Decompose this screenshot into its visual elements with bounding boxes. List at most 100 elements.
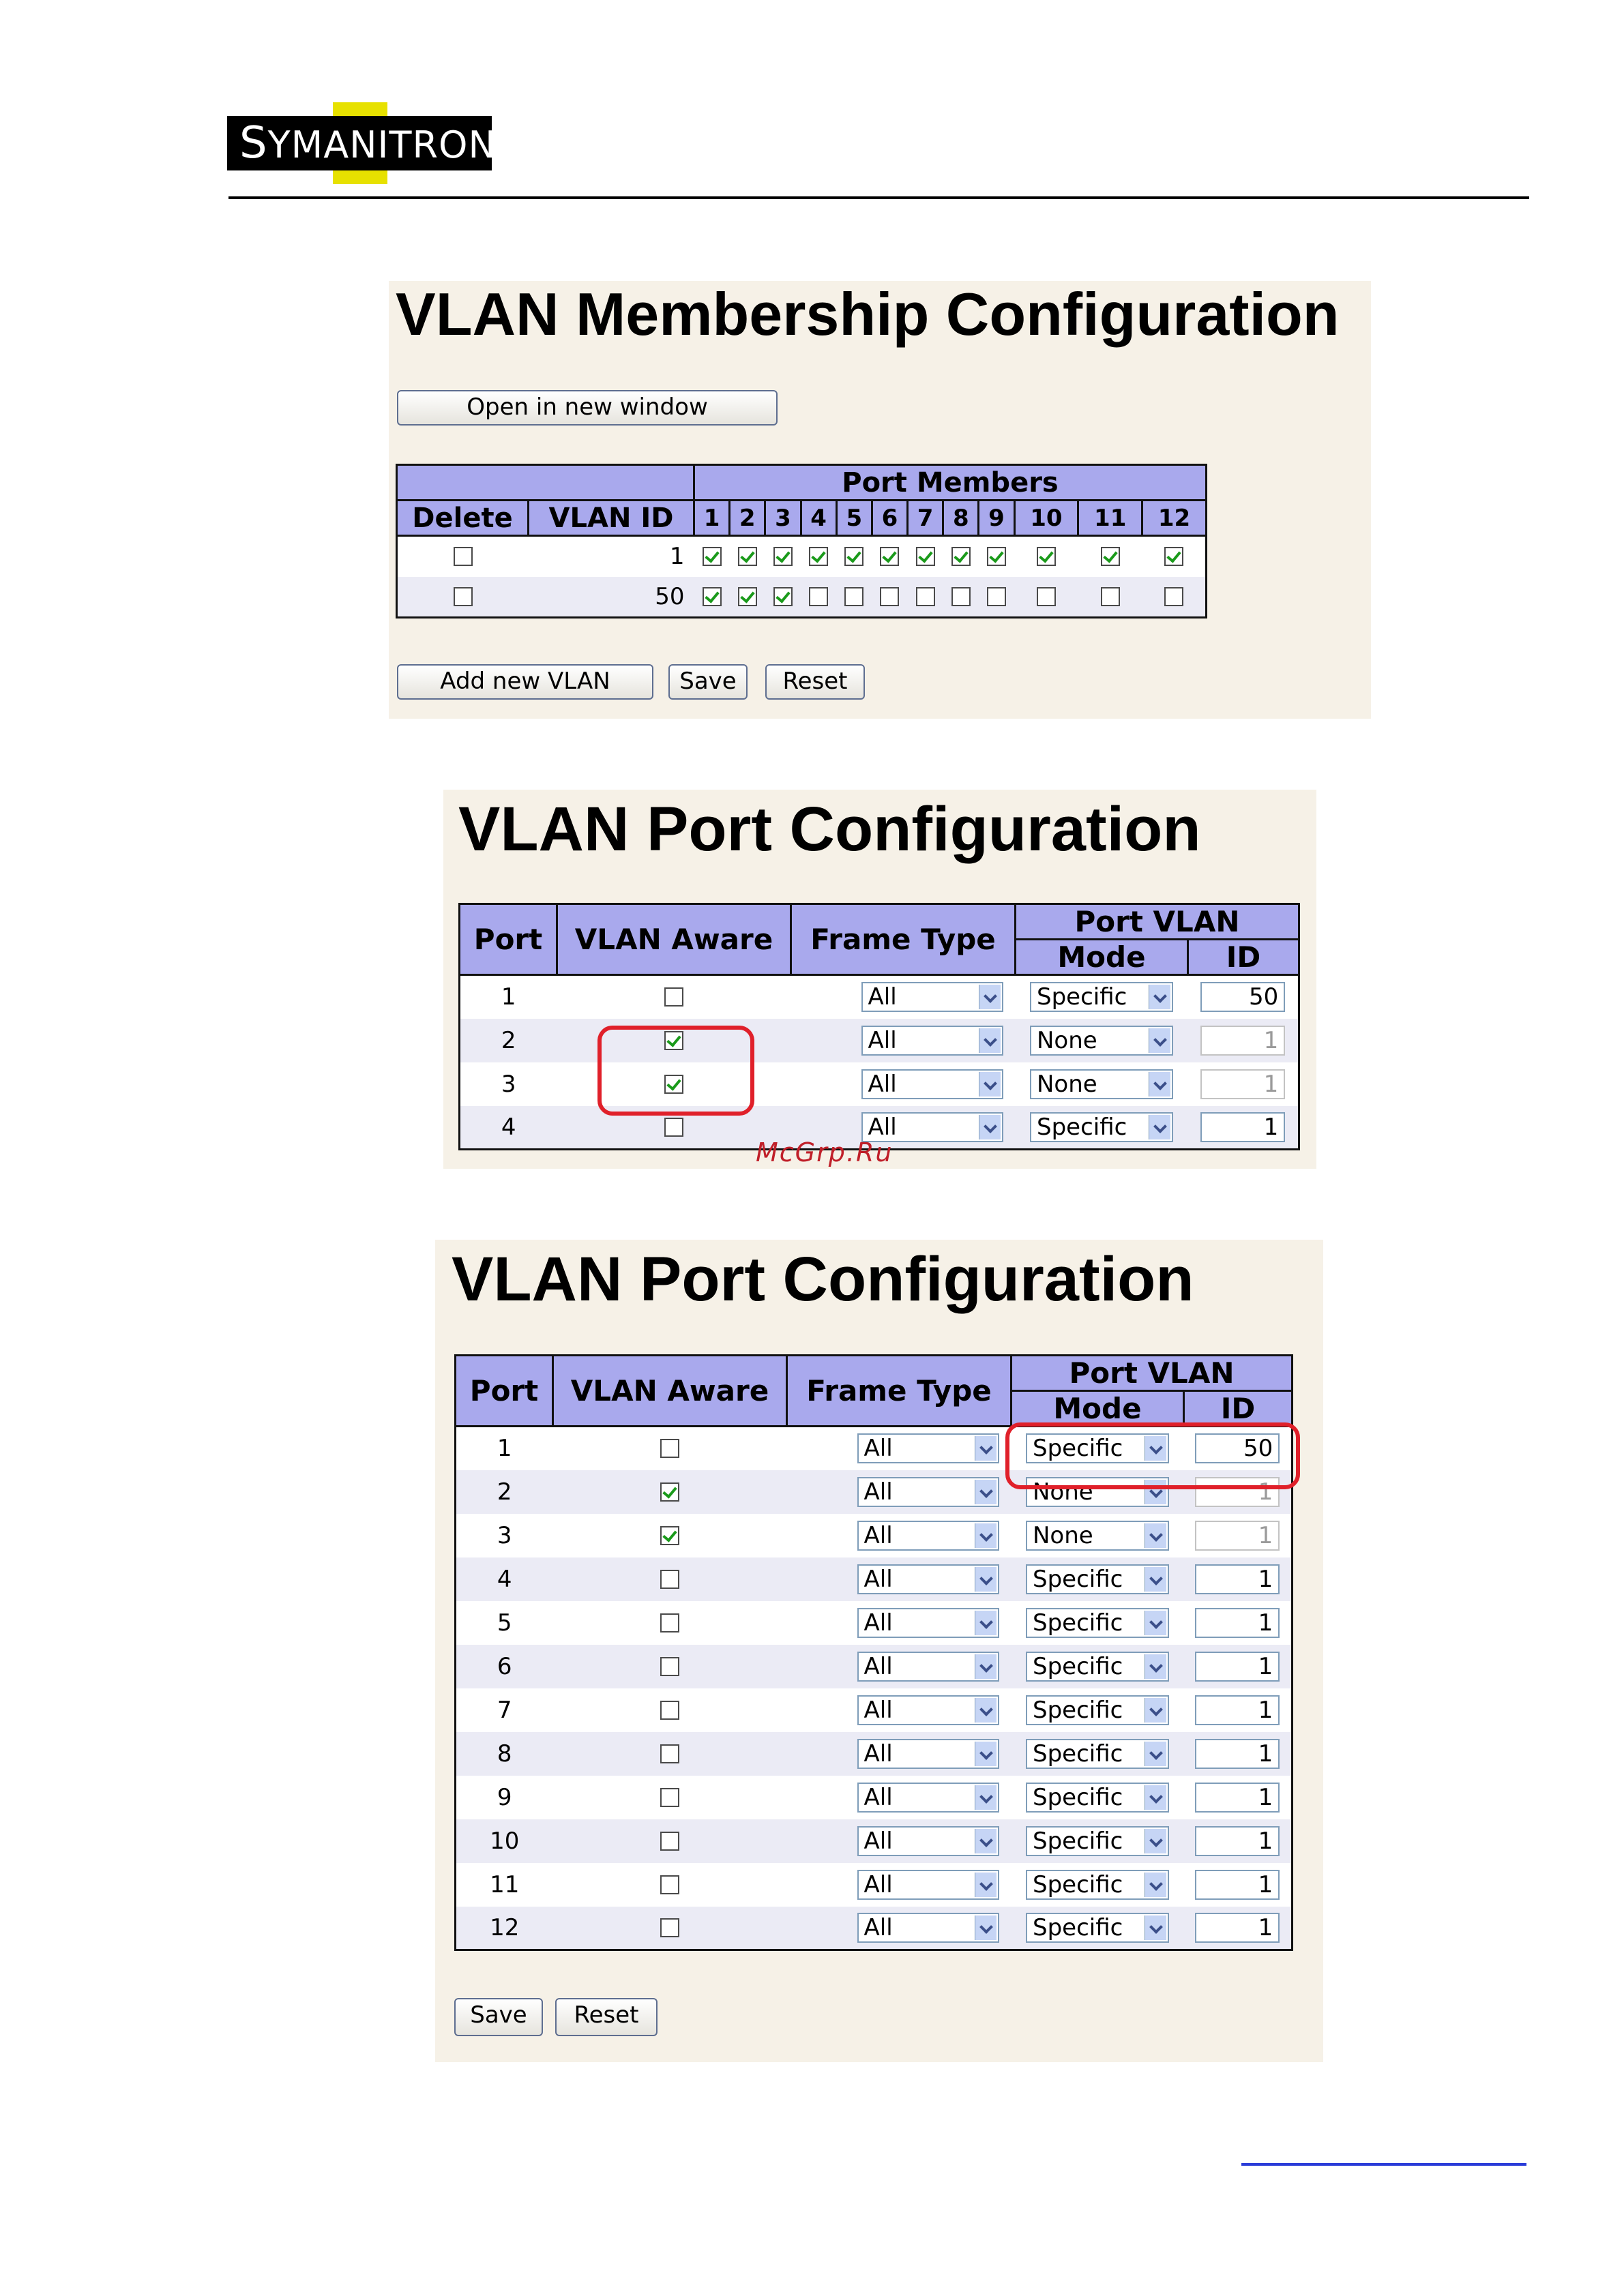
vlan-id-input[interactable]: 1	[1195, 1476, 1280, 1507]
vlan-aware-checkbox[interactable]	[660, 1525, 679, 1545]
vlan-aware-checkbox[interactable]	[664, 1074, 683, 1094]
frame-type-select[interactable]: All	[857, 1695, 999, 1725]
frame-type-select[interactable]: All	[857, 1607, 999, 1638]
mode-select[interactable]: None	[1026, 1476, 1169, 1507]
member-checkbox-port-12[interactable]	[1164, 586, 1183, 606]
member-checkbox-port-10[interactable]	[1036, 547, 1056, 567]
frame-type-select[interactable]: All	[857, 1825, 999, 1856]
vlan-id-input[interactable]: 1	[1195, 1520, 1280, 1551]
vlan-id-input[interactable]: 1	[1200, 1069, 1286, 1099]
vlan-aware-checkbox[interactable]	[660, 1569, 679, 1589]
frame-type-select[interactable]: All	[857, 1912, 999, 1943]
member-checkbox-port-9[interactable]	[986, 586, 1006, 606]
vlan-aware-checkbox[interactable]	[660, 1918, 679, 1937]
member-checkbox-port-10[interactable]	[1036, 586, 1056, 606]
vlan-id-input[interactable]: 1	[1200, 1112, 1286, 1142]
member-checkbox-port-12[interactable]	[1164, 547, 1183, 567]
member-checkbox-port-3[interactable]	[773, 586, 793, 606]
member-checkbox-port-1[interactable]	[702, 547, 722, 567]
add-new-vlan-button[interactable]: Add new VLAN	[397, 664, 653, 700]
chevron-down-icon	[974, 1436, 996, 1461]
mode-select[interactable]: Specific	[1026, 1651, 1169, 1682]
footer-link-underline[interactable]	[1241, 2163, 1526, 2166]
mode-select[interactable]: None	[1030, 1025, 1173, 1056]
vlan-aware-checkbox[interactable]	[660, 1744, 679, 1763]
mode-select[interactable]: Specific	[1026, 1869, 1169, 1900]
open-new-window-button[interactable]: Open in new window	[397, 390, 778, 426]
member-checkbox-port-2[interactable]	[737, 586, 757, 606]
mode-select[interactable]: Specific	[1026, 1695, 1169, 1725]
vlan-id-input[interactable]: 1	[1195, 1869, 1280, 1900]
mode-select[interactable]: Specific	[1026, 1782, 1169, 1813]
vlan-id-input[interactable]: 1	[1195, 1564, 1280, 1594]
vlan-aware-checkbox[interactable]	[660, 1613, 679, 1632]
member-checkbox-port-3[interactable]	[773, 547, 793, 567]
vlan-id-input[interactable]: 1	[1200, 1025, 1286, 1056]
vlan-aware-checkbox[interactable]	[660, 1831, 679, 1851]
member-checkbox-port-5[interactable]	[844, 547, 864, 567]
vlan-id-input[interactable]: 1	[1195, 1738, 1280, 1769]
vlan-id-input[interactable]: 1	[1195, 1782, 1280, 1813]
port-config-save-button[interactable]: Save	[454, 1998, 543, 2036]
member-checkbox-port-1[interactable]	[702, 586, 722, 606]
member-checkbox-port-7[interactable]	[915, 586, 935, 606]
vlan-aware-checkbox[interactable]	[660, 1787, 679, 1807]
frame-type-select[interactable]: All	[857, 1520, 999, 1551]
member-checkbox-port-6[interactable]	[880, 547, 900, 567]
member-checkbox-port-11[interactable]	[1100, 586, 1120, 606]
delete-checkbox[interactable]	[453, 547, 473, 567]
member-checkbox-port-4[interactable]	[809, 547, 829, 567]
vlan-aware-checkbox[interactable]	[664, 1030, 683, 1050]
frame-type-select[interactable]: All	[857, 1433, 999, 1464]
frame-type-select[interactable]: All	[857, 1651, 999, 1682]
frame-type-select[interactable]: All	[857, 1782, 999, 1813]
vlan-aware-checkbox[interactable]	[660, 1482, 679, 1502]
member-checkbox-port-2[interactable]	[737, 547, 757, 567]
port-config-reset-button[interactable]: Reset	[555, 1998, 658, 2036]
mode-select[interactable]: Specific	[1030, 1112, 1173, 1142]
vlan-aware-checkbox[interactable]	[660, 1875, 679, 1894]
mode-select[interactable]: Specific	[1026, 1607, 1169, 1638]
delete-checkbox[interactable]	[453, 586, 473, 606]
frame-type-select[interactable]: All	[857, 1476, 999, 1507]
vlan-aware-checkbox[interactable]	[664, 987, 683, 1007]
vlan-aware-checkbox[interactable]	[664, 1117, 683, 1137]
frame-type-select[interactable]: All	[861, 982, 1003, 1013]
mode-select[interactable]: Specific	[1026, 1825, 1169, 1856]
member-checkbox-port-5[interactable]	[844, 586, 864, 606]
mode-select[interactable]: Specific	[1026, 1564, 1169, 1594]
member-checkbox-port-11[interactable]	[1100, 547, 1120, 567]
frame-type-select[interactable]: All	[861, 1025, 1003, 1056]
frame-type-select[interactable]: All	[861, 1112, 1003, 1142]
vlan-id-input[interactable]: 1	[1195, 1912, 1280, 1943]
vlan-aware-cell	[552, 1557, 787, 1601]
membership-save-button[interactable]: Save	[668, 664, 748, 700]
vlan-aware-checkbox[interactable]	[660, 1439, 679, 1459]
member-checkbox-port-8[interactable]	[951, 547, 971, 567]
member-checkbox-port-9[interactable]	[986, 547, 1006, 567]
mode-select[interactable]: Specific	[1026, 1912, 1169, 1943]
vlan-id-input[interactable]: 1	[1195, 1695, 1280, 1725]
vlan-id-input[interactable]: 1	[1195, 1607, 1280, 1638]
frame-type-select[interactable]: All	[857, 1564, 999, 1594]
vlan-aware-checkbox[interactable]	[660, 1656, 679, 1676]
frame-type-select[interactable]: All	[857, 1738, 999, 1769]
vlan-id-input[interactable]: 1	[1195, 1651, 1280, 1682]
mode-select[interactable]: Specific	[1030, 982, 1173, 1013]
membership-reset-button[interactable]: Reset	[765, 664, 865, 700]
mode-select[interactable]: Specific	[1026, 1433, 1169, 1464]
vlan-id-input[interactable]: 1	[1195, 1825, 1280, 1856]
col-id: ID	[1183, 1390, 1293, 1427]
member-checkbox-port-7[interactable]	[915, 547, 935, 567]
frame-type-select[interactable]: All	[861, 1069, 1003, 1099]
vlan-id-input[interactable]: 50	[1195, 1433, 1280, 1464]
member-checkbox-port-4[interactable]	[809, 586, 829, 606]
member-checkbox-port-6[interactable]	[880, 586, 900, 606]
mode-select[interactable]: Specific	[1026, 1738, 1169, 1769]
frame-type-select[interactable]: All	[857, 1869, 999, 1900]
vlan-aware-checkbox[interactable]	[660, 1700, 679, 1720]
mode-select[interactable]: None	[1026, 1520, 1169, 1551]
member-checkbox-port-8[interactable]	[951, 586, 971, 606]
mode-select[interactable]: None	[1030, 1069, 1173, 1099]
vlan-id-input[interactable]: 50	[1200, 982, 1286, 1013]
